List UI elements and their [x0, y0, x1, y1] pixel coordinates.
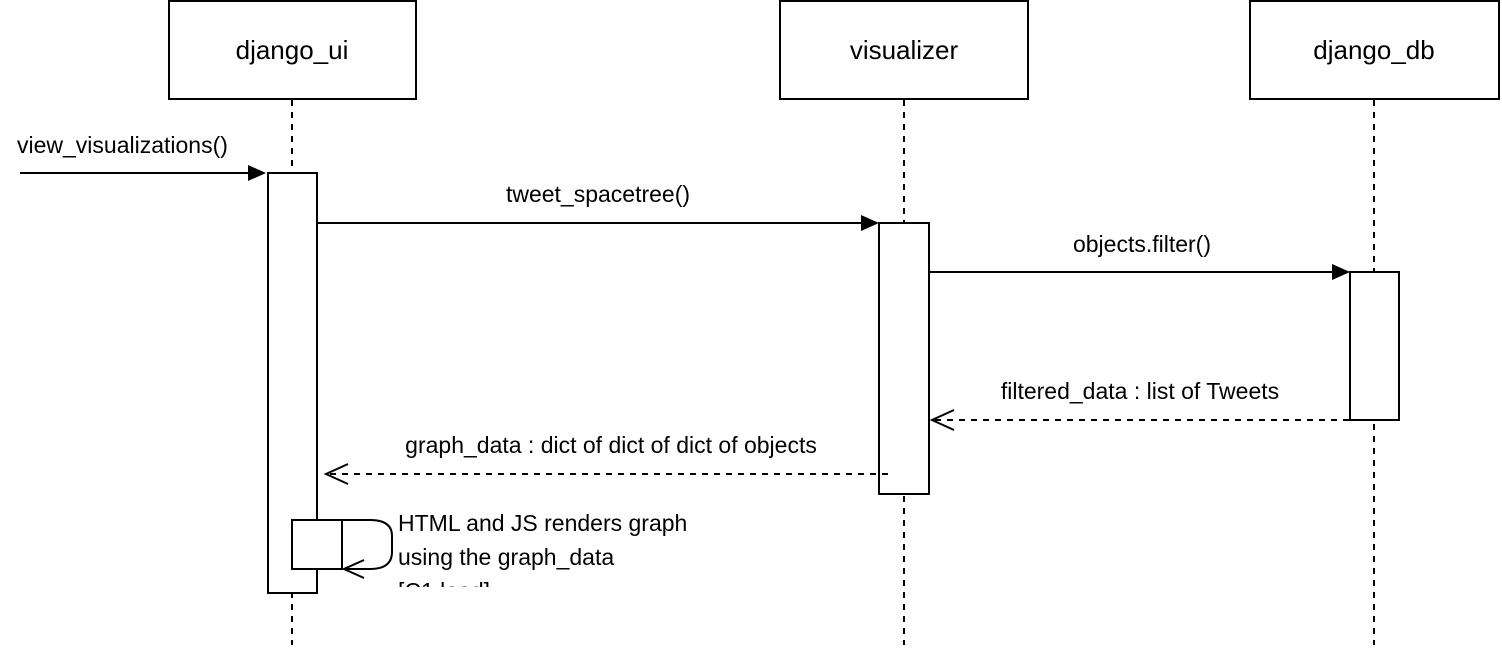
- message-self-render: HTML and JS renders graph using the grap…: [291, 510, 687, 604]
- arrowhead-filled-icon: [861, 215, 879, 231]
- message-label-line: [C1 load]: [398, 578, 490, 604]
- participant-label: django_ui: [236, 35, 349, 65]
- message-view-visualizations: view_visualizations(): [17, 132, 266, 181]
- message-tweet-spacetree: tweet_spacetree(): [317, 181, 879, 231]
- arrowhead-filled-icon: [248, 165, 266, 181]
- message-label: tweet_spacetree(): [506, 181, 690, 207]
- message-graph-data-return: graph_data : dict of dict of dict of obj…: [323, 432, 888, 485]
- participant-label: django_db: [1313, 35, 1434, 65]
- participant-django-ui: django_ui: [168, 0, 417, 100]
- participant-label: visualizer: [850, 35, 959, 65]
- message-label-line: using the graph_data: [398, 544, 614, 570]
- message-label-line: HTML and JS renders graph: [398, 510, 687, 536]
- arrowhead-open-icon: [341, 559, 365, 579]
- message-label: filtered_data : list of Tweets: [1001, 378, 1279, 404]
- arrowhead-open-icon: [323, 463, 349, 485]
- message-filtered-data-return: filtered_data : list of Tweets: [929, 378, 1349, 431]
- message-label: graph_data : dict of dict of dict of obj…: [405, 432, 817, 458]
- arrowhead-filled-icon: [1332, 264, 1350, 280]
- message-label: objects.filter(): [1073, 231, 1211, 257]
- activation-visualizer: [878, 222, 930, 495]
- message-objects-filter: objects.filter(): [929, 231, 1350, 280]
- message-label: view_visualizations(): [17, 132, 228, 158]
- activation-django-db: [1349, 271, 1400, 421]
- participant-django-db: django_db: [1249, 0, 1500, 100]
- activation-self-render: [291, 519, 343, 570]
- participant-visualizer: visualizer: [779, 0, 1029, 100]
- arrowhead-open-icon: [929, 409, 955, 431]
